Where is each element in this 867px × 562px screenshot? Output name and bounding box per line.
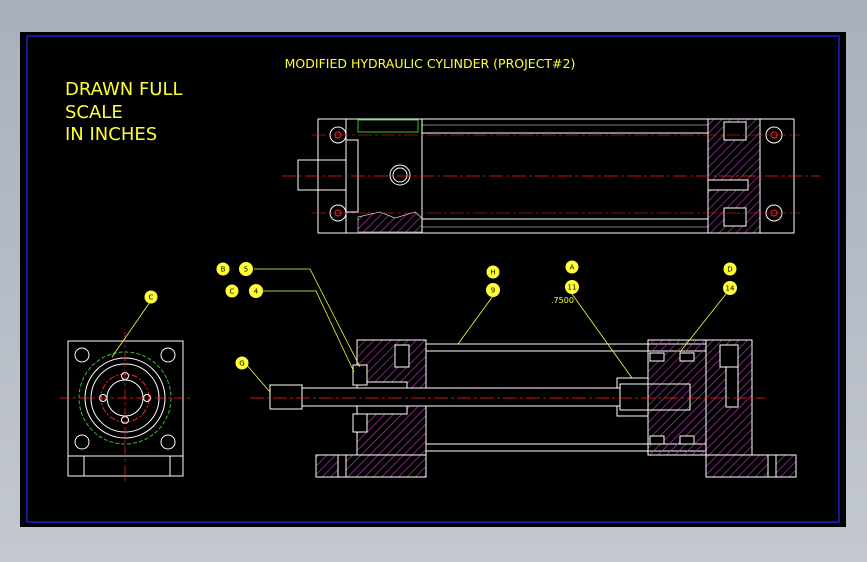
scale-note-line-1: DRAWN FULL	[65, 79, 183, 100]
svg-text:C: C	[149, 294, 154, 302]
drawing-sheet: MODIFIED HYDRAULIC CYLINDER (PROJECT#2) …	[20, 32, 846, 527]
top-view	[282, 118, 820, 234]
callout-c-endview: C	[144, 290, 158, 304]
svg-text:9: 9	[491, 287, 495, 295]
svg-text:A: A	[570, 264, 575, 272]
leaders	[111, 268, 727, 393]
svg-text:H: H	[490, 269, 495, 277]
callout-g: G	[235, 356, 249, 370]
callout-a11: A 11	[565, 260, 579, 294]
svg-text:C: C	[230, 288, 235, 296]
svg-text:14: 14	[726, 285, 735, 293]
section-view	[250, 339, 797, 478]
drawing-title: MODIFIED HYDRAULIC CYLINDER (PROJECT#2)	[285, 56, 576, 71]
svg-text:D: D	[727, 266, 732, 274]
sheet-border	[26, 35, 840, 523]
callout-c4: C 4	[225, 284, 263, 298]
callout-d14: D 14	[723, 262, 737, 295]
svg-text:11: 11	[568, 284, 577, 292]
scale-note-line-2: SCALE	[65, 102, 123, 123]
svg-text:4: 4	[254, 288, 259, 296]
cad-drawing: MODIFIED HYDRAULIC CYLINDER (PROJECT#2) …	[26, 35, 840, 523]
svg-text:G: G	[239, 360, 244, 368]
callout-b5: B 5	[216, 262, 253, 276]
svg-text:5: 5	[244, 266, 248, 274]
svg-text:B: B	[221, 266, 226, 274]
callout-h9: H 9	[486, 265, 500, 297]
end-view	[60, 332, 190, 482]
scale-note-line-3: IN INCHES	[65, 124, 157, 145]
dimension-label: .7500	[551, 296, 574, 305]
